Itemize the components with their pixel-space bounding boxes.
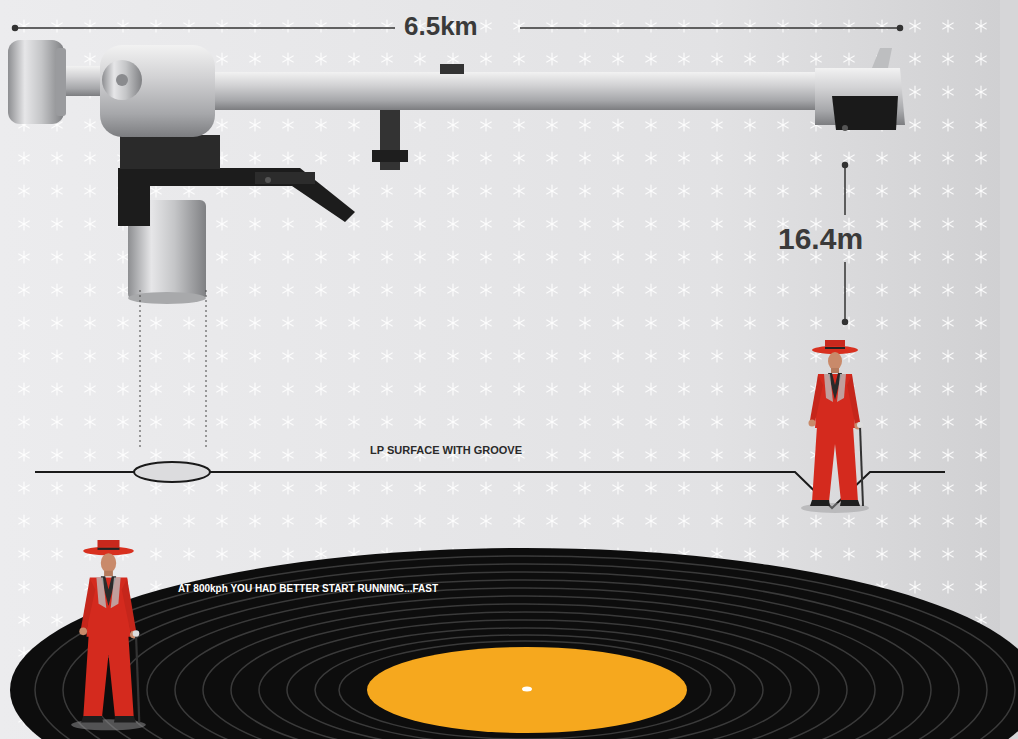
surface-label: LP SURFACE WITH GROOVE bbox=[370, 444, 522, 456]
groove bbox=[315, 635, 735, 739]
groove bbox=[259, 620, 791, 739]
dimension-end bbox=[13, 26, 18, 31]
arm-fitting bbox=[440, 64, 464, 74]
lift-bracket bbox=[118, 168, 355, 226]
projection-line bbox=[206, 290, 207, 448]
finger-lift bbox=[872, 48, 892, 68]
lp-surface bbox=[35, 462, 945, 508]
record-grooves bbox=[35, 556, 1015, 739]
groove bbox=[147, 588, 903, 739]
groove bbox=[63, 564, 987, 739]
groove bbox=[35, 556, 1015, 739]
groove bbox=[119, 580, 931, 739]
spindle-hole bbox=[522, 687, 532, 692]
counterweight bbox=[8, 40, 64, 124]
contact-patch bbox=[134, 462, 210, 482]
groove-profile bbox=[210, 472, 945, 508]
dimension-label: 6.5km bbox=[404, 12, 478, 41]
warning-note: AT 800kph YOU HAD BETTER START RUNNING..… bbox=[178, 583, 438, 594]
pivot-bearing bbox=[102, 60, 142, 100]
arm-rest bbox=[372, 150, 408, 162]
dimension-line bbox=[844, 165, 846, 215]
groove bbox=[287, 628, 763, 739]
pivot-bearing bbox=[116, 74, 128, 86]
dimension-line bbox=[520, 27, 900, 29]
groove bbox=[91, 572, 959, 739]
tonearm-base bbox=[128, 292, 206, 304]
cartridge bbox=[832, 96, 898, 130]
record-disc bbox=[10, 548, 1018, 739]
groove bbox=[203, 604, 847, 739]
projection-line bbox=[140, 290, 141, 448]
dimension-line bbox=[15, 27, 395, 29]
surface-line bbox=[35, 471, 134, 473]
groove bbox=[175, 596, 875, 739]
dimension-line bbox=[844, 262, 846, 322]
record-label bbox=[367, 647, 687, 733]
lift-bracket bbox=[255, 172, 315, 184]
tonearm bbox=[8, 40, 905, 304]
side-strip bbox=[1000, 0, 1018, 739]
dimension-label: 16.4m bbox=[778, 222, 863, 255]
counterweight bbox=[56, 48, 66, 116]
screw bbox=[265, 177, 271, 183]
man-figure bbox=[71, 540, 146, 730]
pivot-housing bbox=[100, 45, 215, 137]
arm-tube bbox=[200, 72, 825, 110]
stylus bbox=[842, 125, 848, 131]
dimension-end bbox=[843, 320, 848, 325]
dimension-end bbox=[843, 163, 848, 168]
arm-plate bbox=[120, 135, 220, 169]
vinyl-record bbox=[10, 548, 1018, 739]
groove bbox=[231, 612, 819, 739]
dimension-end bbox=[898, 26, 903, 31]
groove bbox=[339, 641, 711, 739]
man-figure bbox=[801, 340, 869, 513]
